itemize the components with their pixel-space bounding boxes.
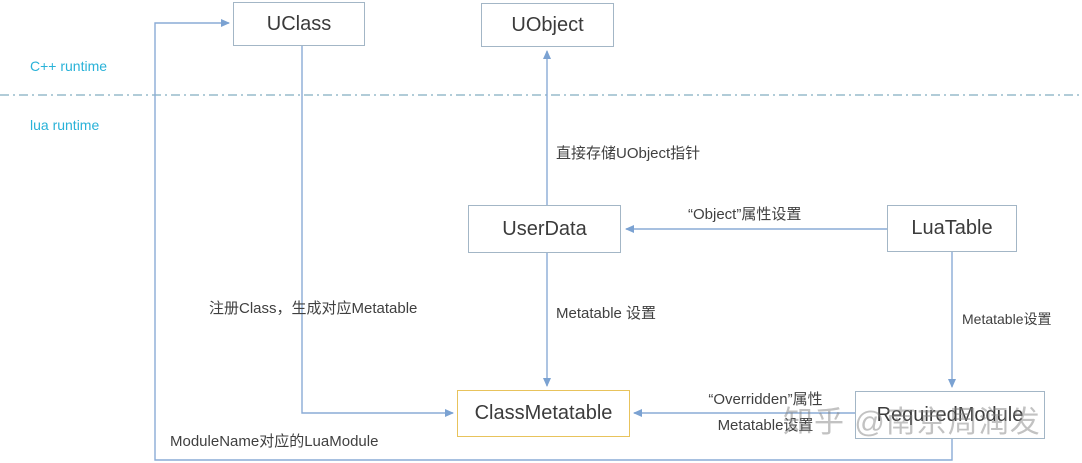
edge-label-module-name: ModuleName对应的LuaModule xyxy=(170,433,379,450)
edge-label-userdata-metatable: Metatable 设置 xyxy=(556,305,657,322)
edge-uclass-to-classmetatable xyxy=(301,46,454,417)
edge-label-overridden-line2: Metatable设置 xyxy=(717,417,814,435)
node-uclass: UClass xyxy=(233,2,365,46)
edge-label-register-class: 注册Class，生成对应Metatable xyxy=(209,300,418,317)
edge-label-luatable-metatable: Metatable设置 xyxy=(962,311,1052,327)
edge-label-store-uobject: 直接存储UObject指针 xyxy=(556,145,701,162)
node-class-metatable: ClassMetatable xyxy=(457,390,630,437)
edge-label-object-attr: “Object”属性设置 xyxy=(688,206,802,223)
watermark-text: 知乎 @南京周润发 xyxy=(783,406,1041,439)
edge-label-overridden-line1: “Overridden”属性 xyxy=(708,391,823,408)
node-luatable: LuaTable xyxy=(887,205,1017,252)
lua-runtime-label: lua runtime xyxy=(30,117,100,133)
edge-label-overridden-attr: “Overridden”属性 Metatable设置 xyxy=(668,391,863,435)
node-required-module: RequiredModule xyxy=(855,391,1045,439)
node-userdata: UserData xyxy=(468,205,621,253)
edge-requiredmodule-to-uclass xyxy=(154,19,953,461)
node-uobject: UObject xyxy=(481,3,614,47)
cpp-runtime-label: C++ runtime xyxy=(30,58,108,74)
